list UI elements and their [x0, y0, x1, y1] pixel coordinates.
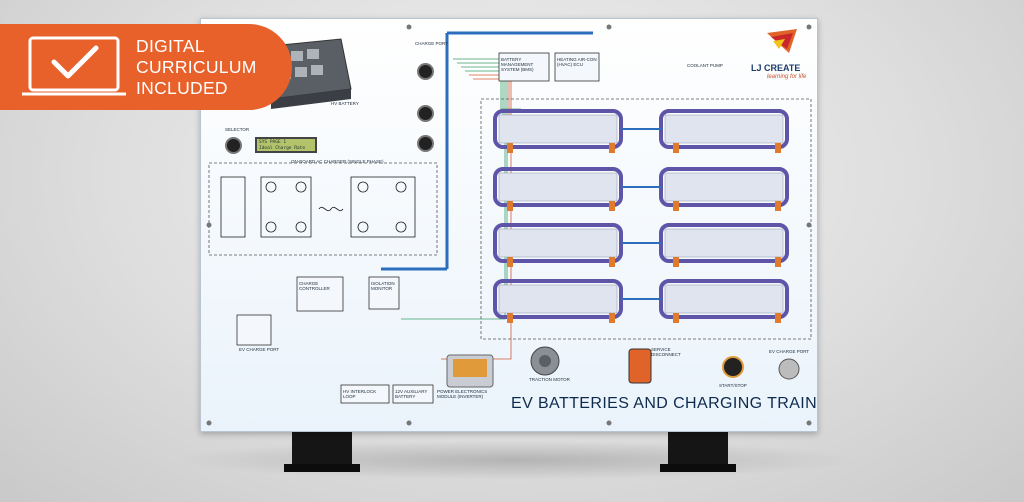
lcd-line-2: Ideal Charge Rate — [259, 146, 306, 151]
hv-battery-label: HV BATTERY — [331, 101, 359, 106]
selector-label: SELECTOR — [225, 127, 250, 132]
hv-interlock-label: HV INTERLOCK LOOP — [343, 389, 377, 399]
lcd-display: SYS PAGE 1 Ideal Charge Rate — [255, 137, 317, 153]
selector-knob[interactable] — [225, 137, 242, 154]
trainer-panel: LJ CREATE learning for life SELECTOR SYS… — [200, 18, 818, 432]
coolant-pump-label: COOLANT PUMP — [687, 63, 723, 68]
floor-shadow — [170, 440, 860, 480]
traction-motor-label: TRACTION MOTOR — [529, 377, 570, 382]
charge-port-label: CHARGE PORT — [415, 41, 448, 46]
banner-line-3: INCLUDED — [136, 78, 228, 98]
schematic-drawing — [206, 24, 812, 426]
banner-text: DIGITAL CURRICULUM INCLUDED — [136, 36, 257, 99]
digital-curriculum-banner: DIGITAL CURRICULUM INCLUDED — [0, 24, 292, 110]
laptop-check-icon — [22, 36, 126, 96]
panel-title: EV BATTERIES AND CHARGING TRAINER — [511, 395, 818, 412]
brand-tagline: learning for life — [767, 74, 807, 80]
charger-label: ON-BOARD AC CHARGER (SINGLE PHASE) — [291, 159, 384, 164]
bms-label: BATTERY MANAGEMENT SYSTEM (BMS) — [501, 57, 534, 72]
right-stand-foot — [660, 428, 736, 472]
power-electronics-label: POWER ELECTRONICS MODULE (INVERTER) — [437, 389, 488, 399]
left-stand-foot — [284, 428, 360, 472]
ev-charge-port-label: EV CHARGE PORT — [239, 347, 280, 352]
aux-battery-label: 12V AUXILIARY BATTERY — [395, 389, 428, 399]
banner-line-2: CURRICULUM — [136, 57, 257, 77]
isolation-monitor-label: ISOLATION MONITOR — [371, 281, 395, 291]
hvac-label: HEATING AIR-CON (HVAC) ECU — [557, 57, 597, 67]
lj-create-logo — [767, 29, 797, 53]
charge-controller-label: CHARGE CONTROLLER — [299, 281, 330, 291]
lcd-line-1: SYS PAGE 1 — [259, 140, 287, 145]
ev-charge-port-right-label: EV CHARGE PORT — [769, 349, 810, 354]
control-knob-2[interactable] — [417, 135, 434, 152]
service-disconnect-label: SERVICE DISCONNECT — [651, 347, 681, 357]
banner-line-1: DIGITAL — [136, 36, 205, 56]
control-knob-1[interactable] — [417, 105, 434, 122]
brand-name: LJ CREATE — [751, 63, 801, 73]
charge-port-socket[interactable] — [417, 63, 434, 80]
start-stop-label: START/STOP — [719, 383, 747, 388]
